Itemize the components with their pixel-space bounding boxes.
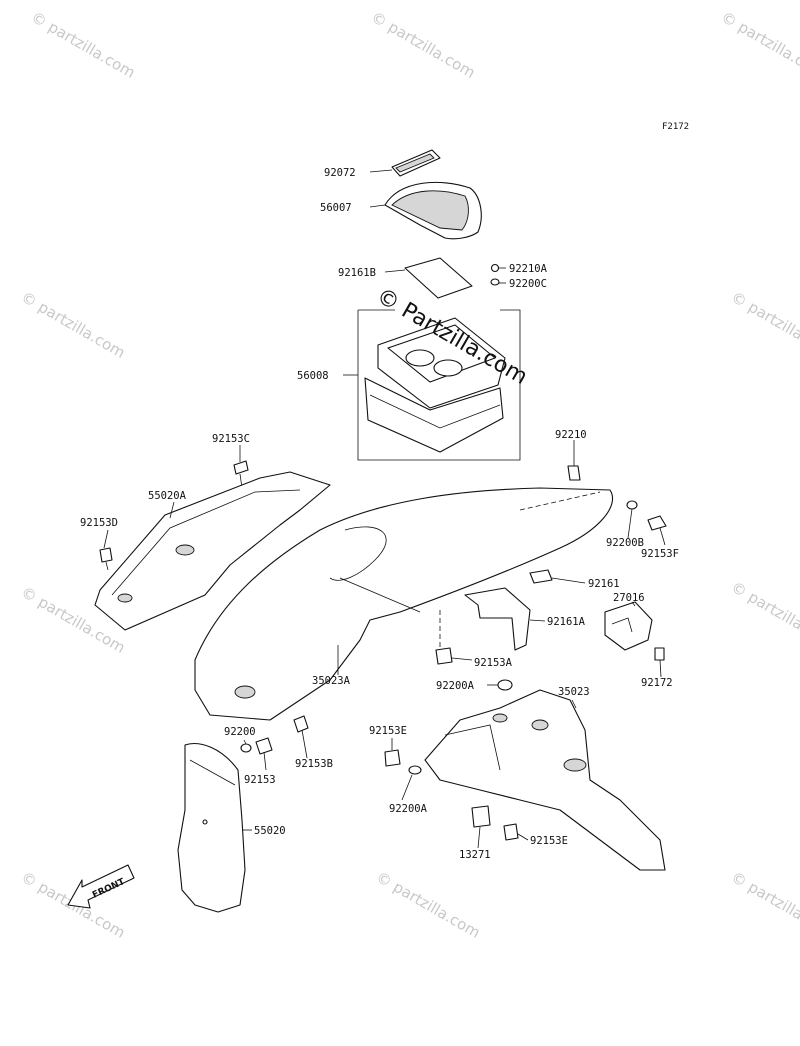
bolt-part [435,647,453,665]
part-label-55020[interactable]: 55020 [254,825,286,837]
leader-lines [103,169,666,849]
part-label-92072[interactable]: 92072 [324,167,356,179]
washer-part [626,500,638,510]
watermark: © partzilla.com [373,868,483,942]
strap-part [391,149,441,177]
part-label-13271[interactable]: 13271 [459,849,491,861]
bolt-part [255,737,273,771]
screw-part [654,647,665,661]
bolt-part [503,823,519,841]
part-label-35023[interactable]: 35023 [558,686,590,698]
part-label-92153a[interactable]: 92153A [474,657,513,669]
part-label-92161[interactable]: 92161 [588,578,620,590]
part-label-92153[interactable]: 92153 [244,774,276,786]
front-flap-part [177,743,246,913]
clip-part [567,465,581,481]
part-labels: 92072 56007 92161B 92210A 92200C 56008 9… [80,167,679,861]
tool-bag-part [384,181,482,240]
bolt-part [647,515,667,531]
bolt-part [384,749,401,767]
watermark: © partzilla.com [728,288,800,362]
figure-code: F2172 [662,122,689,132]
rear-flap-part [424,689,666,871]
watermark: © partzilla.com [728,868,800,942]
bolt-part [293,715,309,733]
washer-part [490,278,500,286]
part-label-56007[interactable]: 56007 [320,202,352,214]
part-label-92153d[interactable]: 92153D [80,517,118,529]
washer-part [497,679,513,691]
part-label-92200a[interactable]: 92200A [436,680,475,692]
part-label-92210[interactable]: 92210 [555,429,587,441]
part-label-35023a[interactable]: 35023A [312,675,351,687]
watermark: © partzilla.com [368,8,478,82]
part-label-92153e[interactable]: 92153E [530,835,568,847]
part-label-92200c[interactable]: 92200C [509,278,547,290]
part-label-92153e[interactable]: 92153E [369,725,407,737]
part-label-92161b[interactable]: 92161B [338,267,376,279]
part-label-27016[interactable]: 27016 [613,592,645,604]
part-label-55020a[interactable]: 55020A [148,490,187,502]
watermark: © partzilla.com [18,288,128,362]
part-label-92200[interactable]: 92200 [224,726,256,738]
watermark-layer: © partzilla.com © partzilla.com © partzi… [18,8,800,942]
grip-part [464,587,531,651]
clip-part [471,805,491,828]
front-direction-arrow: FRONT [67,864,135,909]
battery-case-group [357,309,521,461]
pad-part [404,257,473,299]
washer-part [240,743,252,753]
rear-fender-part [194,487,614,721]
bolt-part [99,547,113,571]
part-label-92153b[interactable]: 92153B [295,758,333,770]
part-label-56008[interactable]: 56008 [297,370,329,382]
part-label-92172[interactable]: 92172 [641,677,673,689]
watermark: © partzilla.com [28,8,138,82]
washer-part [408,765,422,775]
part-label-92200b[interactable]: 92200B [606,537,644,549]
part-label-92153f[interactable]: 92153F [641,548,679,560]
watermark: © partzilla.com [718,8,800,82]
part-label-92153c[interactable]: 92153C [212,433,250,445]
pad-part [529,569,553,584]
part-label-92210a[interactable]: 92210A [509,263,548,275]
part-label-92161a[interactable]: 92161A [547,616,586,628]
nut-part [490,263,500,273]
side-cover-part [94,471,331,631]
relay-part [604,601,653,651]
part-label-92200a[interactable]: 92200A [389,803,428,815]
watermark: © partzilla.com [728,578,800,652]
